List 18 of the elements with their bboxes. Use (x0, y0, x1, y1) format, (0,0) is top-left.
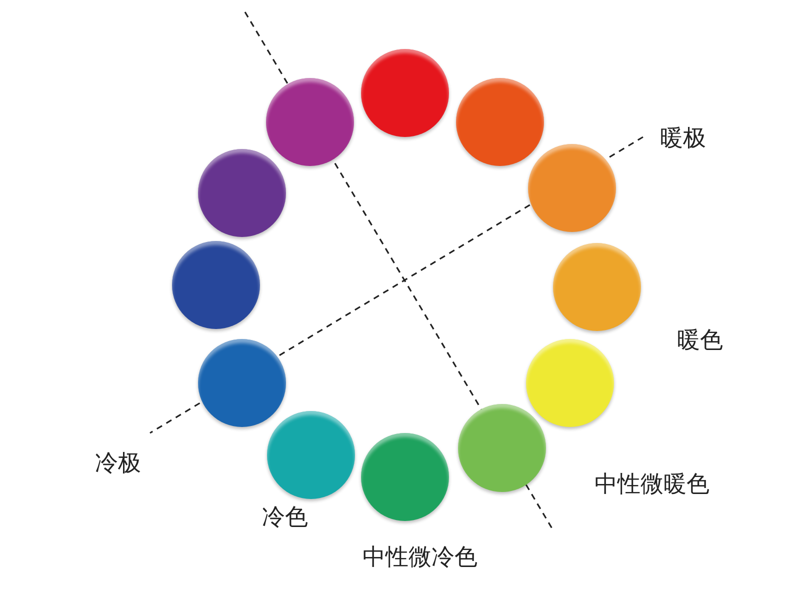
color-circle (528, 144, 616, 232)
color-circle (198, 149, 286, 237)
color-circle (198, 339, 286, 427)
color-circle (266, 78, 354, 166)
color-circle (361, 433, 449, 521)
region-label: 暖色 (677, 326, 723, 356)
region-label: 中性微冷色 (362, 544, 478, 572)
color-circle (456, 78, 544, 166)
region-label: 冷极 (95, 450, 141, 478)
color-circle (172, 241, 260, 329)
region-label: 冷色 (262, 504, 308, 532)
region-label: 中性微暖色 (594, 470, 710, 500)
color-circle (267, 411, 355, 499)
color-circle (361, 49, 449, 137)
color-circle (553, 243, 641, 331)
region-label: 暖极 (660, 124, 706, 154)
color-circle (526, 339, 614, 427)
color-circle (458, 404, 546, 492)
